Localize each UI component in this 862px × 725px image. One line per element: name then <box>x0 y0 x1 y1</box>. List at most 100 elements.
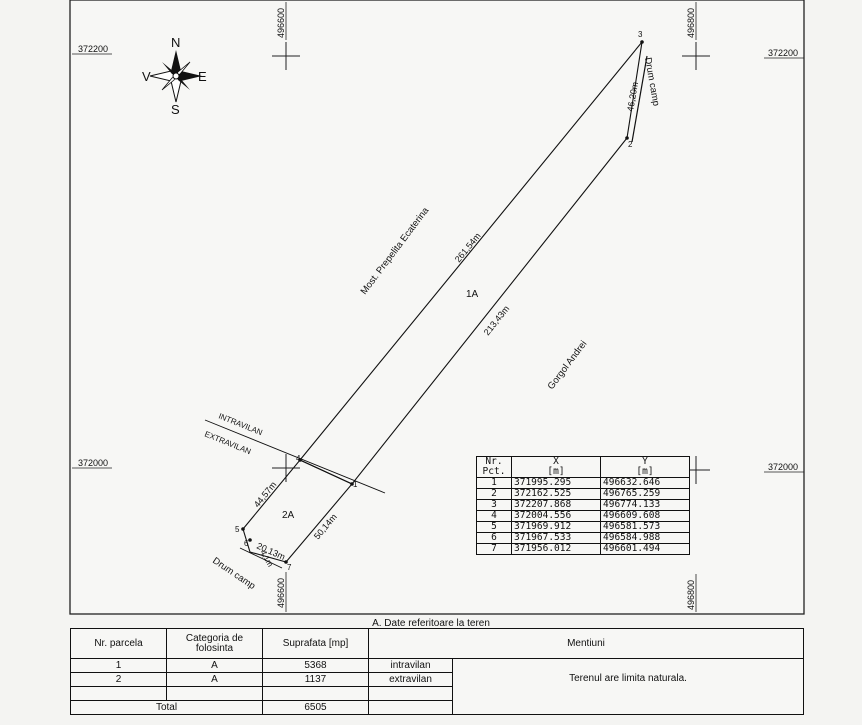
point-4-marker <box>298 458 302 462</box>
coordinate-cell-nr: 5 <box>476 521 512 533</box>
coordinate-cell-x: 371956.012 <box>511 543 601 555</box>
coordinate-cell-x: 372162.525 <box>511 488 601 500</box>
land-row-2-categoria: A <box>166 672 263 687</box>
land-row-1-nr: 1 <box>70 658 167 673</box>
coordinate-cell-x: 372004.556 <box>511 510 601 522</box>
grid-label-x-bottom-right: 372000 <box>768 462 798 472</box>
coord-header-nr-label: Nr. <box>485 456 503 467</box>
coord-header-pct-label: Pct. <box>482 466 506 477</box>
point-7-marker <box>284 560 288 564</box>
land-row-2-nr: 2 <box>70 672 167 687</box>
compass-n: N <box>171 35 180 50</box>
point-6-marker <box>248 538 252 542</box>
point-7-label: 7 <box>287 563 292 572</box>
point-numbers: 1 2 3 4 5 6 7 <box>235 30 643 572</box>
land-table-title: A. Date referitoare la teren <box>372 618 490 629</box>
land-mentiune-text: Terenul are limita naturala. <box>452 658 804 715</box>
land-row: 1 A 5368 intravilan Terenul are limita n… <box>70 658 804 715</box>
land-row: 2 A 1137 extravilan <box>70 672 804 687</box>
coordinate-cell-nr: 4 <box>476 510 512 522</box>
point-6-label: 6 <box>244 539 249 548</box>
coordinate-cell-x: 371995.295 <box>511 477 601 489</box>
coordinate-cell-nr: 6 <box>476 532 512 544</box>
parcel-2a-label: 2A <box>282 510 295 521</box>
coordinates-header: Nr. Pct. X [m] Y [m] <box>476 456 690 478</box>
parcel-1a-label: 1A <box>466 289 479 300</box>
point-5-label: 5 <box>235 525 240 534</box>
coord-header-x: X [m] <box>511 456 601 478</box>
land-row-1-categoria: A <box>166 658 263 673</box>
coordinate-cell-x: 371969.912 <box>511 521 601 533</box>
compass-e: E <box>198 69 207 84</box>
point-4-label: 4 <box>296 454 301 463</box>
coordinate-cell-nr: 1 <box>476 477 512 489</box>
coord-header-x-label: X <box>553 456 559 467</box>
land-total-label: Total <box>70 700 263 715</box>
coordinate-cell-y: 496609.608 <box>600 510 690 522</box>
land-row-2-zona: extravilan <box>368 672 453 687</box>
compass-rose-icon: N S E V <box>142 35 207 117</box>
land-row-2-suprafata: 1137 <box>262 672 369 687</box>
land-row-1-suprafata: 5368 <box>262 658 369 673</box>
coordinate-cell-y: 496584.988 <box>600 532 690 544</box>
parcel-2a-outline <box>242 459 353 563</box>
land-header-categoria: Categoria de folosinta <box>166 628 263 659</box>
land-data-table: Nr. parcela Categoria de folosinta Supra… <box>70 628 804 715</box>
coordinate-cell-nr: 7 <box>476 543 512 555</box>
coord-header-x-unit: [m] <box>547 466 565 477</box>
grid-label-y-bottom-right: 496800 <box>686 580 696 610</box>
land-header-nr: Nr. parcela <box>70 628 167 659</box>
point-1-label: 1 <box>353 480 358 489</box>
coordinate-cell-y: 496581.573 <box>600 521 690 533</box>
point-3-marker <box>640 40 644 44</box>
grid-labels: 372200 372200 372000 372000 496600 49680… <box>72 2 804 612</box>
coordinate-cell-y: 496774.133 <box>600 499 690 511</box>
grid-label-y-top-right: 496800 <box>686 8 696 38</box>
grid-cross-tr <box>682 42 710 70</box>
grid-label-x-top-right: 372200 <box>768 48 798 58</box>
land-row-1-zona: intravilan <box>368 658 453 673</box>
coord-header-y-label: Y <box>642 456 648 467</box>
land-header-mentiuni: Mentiuni <box>368 628 804 659</box>
point-3-label: 3 <box>638 30 643 39</box>
grid-label-y-top-left: 496600 <box>276 8 286 38</box>
coordinate-cell-nr: 3 <box>476 499 512 511</box>
point-5-marker <box>241 527 245 531</box>
coordinate-cell-x: 371967.533 <box>511 532 601 544</box>
coord-header-y-unit: [m] <box>636 466 654 477</box>
coordinate-cell-x: 372207.868 <box>511 499 601 511</box>
point-2-label: 2 <box>628 140 633 149</box>
grid-label-y-bottom-left: 496600 <box>276 578 286 608</box>
coord-header-nr: Nr. Pct. <box>476 456 512 478</box>
point-2-marker <box>625 136 629 140</box>
land-header-suprafata: Suprafata [mp] <box>262 628 369 659</box>
compass-v: V <box>142 69 151 84</box>
land-total-value: 6505 <box>262 700 369 715</box>
road-sw-line <box>239 547 283 569</box>
grid-label-x-bottom-left: 372000 <box>78 458 108 468</box>
plan-frame <box>69 0 805 615</box>
point-markers <box>241 40 644 564</box>
point-1-marker <box>350 482 354 486</box>
intravilan-limit-line <box>204 419 386 494</box>
land-table-header: Nr. parcela Categoria de folosinta Supra… <box>70 628 804 659</box>
coordinate-cell-y: 496601.494 <box>600 543 690 555</box>
coord-header-y: Y [m] <box>600 456 690 478</box>
grid-label-x-top-left: 372200 <box>78 44 108 54</box>
grid-cross-tl <box>272 42 300 70</box>
coordinate-cell-y: 496765.259 <box>600 488 690 500</box>
compass-s: S <box>171 102 180 117</box>
land-row-empty <box>70 686 804 701</box>
coordinate-cell-y: 496632.646 <box>600 477 690 489</box>
coordinate-cell-nr: 2 <box>476 488 512 500</box>
land-total-row: Total 6505 <box>70 700 804 715</box>
